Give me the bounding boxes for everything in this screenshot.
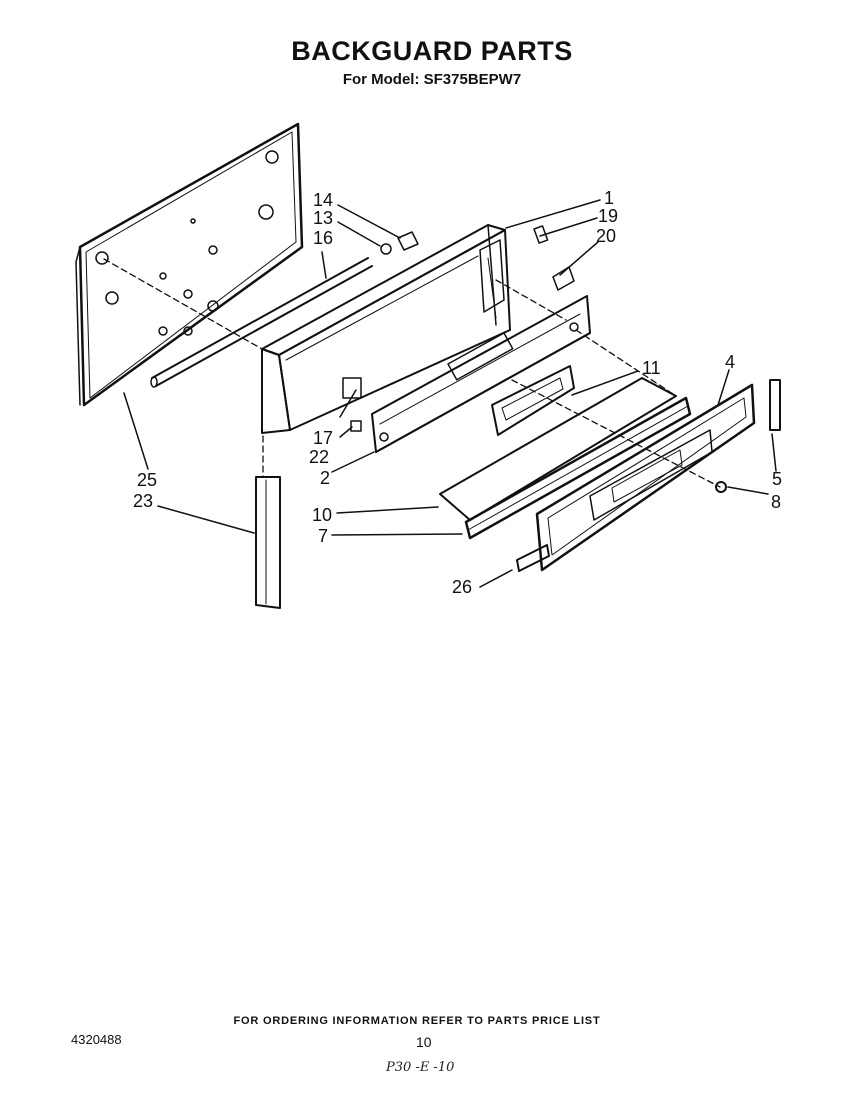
handwritten-note: P30 -E -10 <box>386 1060 455 1075</box>
document-number: 4320488 <box>71 1032 122 1047</box>
callout-20: 20 <box>596 226 616 246</box>
callout-16: 16 <box>313 228 333 248</box>
callout-19: 19 <box>598 206 618 226</box>
hardware-parts <box>342 225 575 432</box>
end-cap-part-5 <box>769 379 781 431</box>
side-trim-part-23 <box>255 476 281 609</box>
callout-25: 25 <box>137 470 157 490</box>
spacer-part-26 <box>516 544 550 572</box>
callout-23: 23 <box>133 491 153 511</box>
leader-lines <box>123 199 777 588</box>
callout-14: 14 <box>313 190 333 210</box>
callout-1: 1 <box>604 188 614 208</box>
trim-part-7 <box>464 396 692 540</box>
callout-22: 22 <box>309 447 329 467</box>
console-frame-part-1 <box>261 224 511 434</box>
cover-plate-part-10 <box>439 377 677 521</box>
panel-glass-part-4 <box>535 383 756 572</box>
callout-10: 10 <box>312 505 332 525</box>
page-number: 10 <box>416 1034 432 1050</box>
callout-7: 7 <box>318 526 328 546</box>
rear-panel-part-25 <box>75 122 304 407</box>
control-rail-part-2 <box>371 295 591 453</box>
control-board-part-11 <box>491 365 575 436</box>
callout-26: 26 <box>452 577 472 597</box>
screw-part-8 <box>715 481 727 493</box>
rod-part-16 <box>150 257 373 388</box>
callout-2: 2 <box>320 468 330 488</box>
callout-11: 11 <box>642 358 661 378</box>
callout-13: 13 <box>313 208 333 228</box>
model-subtitle: For Model: SF375BEPW7 <box>342 71 522 88</box>
ordering-note: FOR ORDERING INFORMATION REFER TO PARTS … <box>233 1015 601 1027</box>
callout-8: 8 <box>771 492 781 512</box>
callout-17: 17 <box>313 428 333 448</box>
page-title: BACKGUARD PARTS <box>291 36 573 66</box>
alignment-lines <box>103 258 721 488</box>
callout-4: 4 <box>725 352 735 372</box>
callout-5: 5 <box>772 469 782 489</box>
